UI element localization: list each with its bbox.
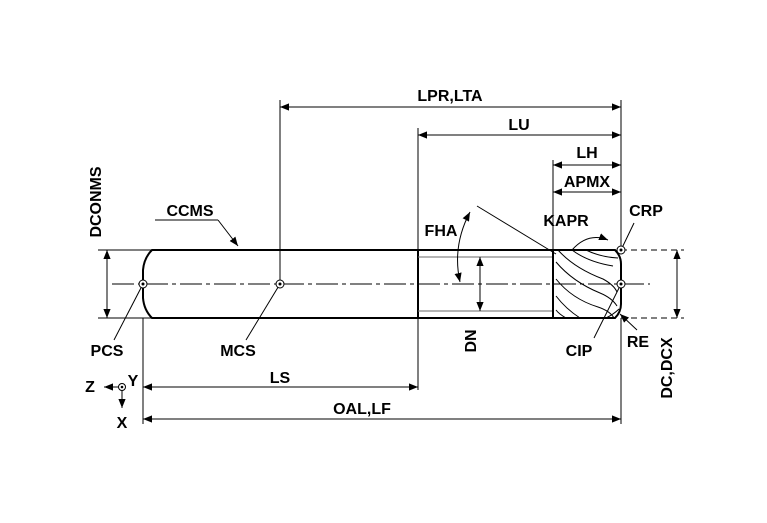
coordinate-axes-icon bbox=[104, 383, 126, 408]
label-fha: FHA bbox=[425, 223, 458, 240]
label-pcs: PCS bbox=[91, 343, 124, 360]
label-lu: LU bbox=[508, 117, 529, 134]
label-axis-x: X bbox=[117, 415, 128, 432]
label-apmx: APMX bbox=[564, 174, 611, 191]
label-ls: LS bbox=[270, 370, 291, 387]
tool-body bbox=[112, 249, 650, 319]
cutting-head-outline bbox=[552, 249, 622, 319]
fha-reference-line bbox=[476, 205, 557, 255]
label-kapr: KAPR bbox=[543, 213, 589, 230]
label-axis-y: Y bbox=[128, 373, 139, 390]
pcs-point-icon bbox=[138, 279, 148, 289]
label-dc-dcx: DC,DCX bbox=[659, 337, 676, 399]
cip-point-icon bbox=[616, 279, 626, 289]
mcs-point-icon bbox=[275, 279, 285, 289]
label-ccms: CCMS bbox=[166, 203, 213, 220]
label-lh: LH bbox=[576, 145, 597, 162]
fha-arc bbox=[454, 211, 471, 283]
leaders bbox=[113, 219, 638, 341]
kapr-arc bbox=[571, 233, 609, 251]
flutes bbox=[555, 249, 620, 319]
label-cip: CIP bbox=[566, 343, 593, 360]
label-dconms: DCONMS bbox=[88, 166, 105, 237]
label-re: RE bbox=[627, 334, 650, 351]
label-crp: CRP bbox=[629, 203, 663, 220]
label-oal-lf: OAL,LF bbox=[333, 401, 391, 418]
label-axis-z: Z bbox=[85, 379, 95, 396]
label-lpr-lta: LPR,LTA bbox=[417, 88, 483, 105]
reference-points bbox=[138, 245, 626, 289]
dimension-lines bbox=[103, 103, 681, 423]
dimension-labels: LPR,LTA LU LH APMX DCONMS CCMS FHA KAPR … bbox=[85, 88, 676, 432]
crp-point-icon bbox=[616, 245, 626, 255]
label-dn: DN bbox=[463, 329, 480, 352]
label-mcs: MCS bbox=[220, 343, 256, 360]
